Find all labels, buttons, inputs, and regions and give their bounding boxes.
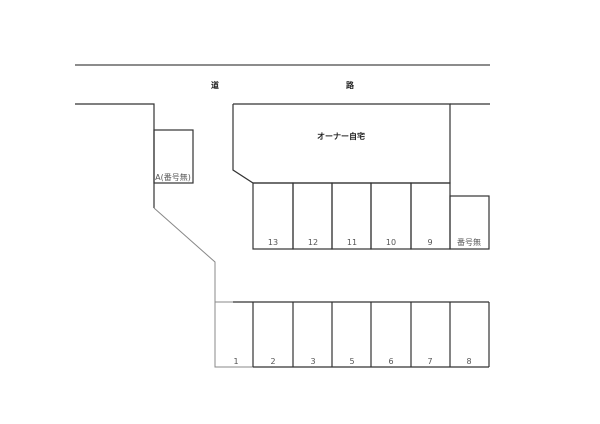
road-label-left: 道	[211, 80, 219, 90]
space-label: 11	[347, 238, 357, 247]
space-label: 6	[388, 357, 393, 366]
owner-house	[232, 103, 451, 184]
space-label: 10	[386, 238, 396, 247]
space-label: 5	[349, 357, 354, 366]
bottom-row-spaces: 1 2 3 5 6 7 8	[214, 301, 490, 368]
space-label: 13	[268, 238, 278, 247]
top-row-spaces: 13 12 11 10 9 番号無	[252, 182, 490, 250]
parking-space-a	[153, 129, 194, 184]
left-boundary	[75, 103, 155, 208]
space-label: 2	[270, 357, 275, 366]
space-label: 3	[310, 357, 315, 366]
space-label: 8	[466, 357, 471, 366]
left-diagonal-boundary	[153, 207, 216, 302]
space-label: 番号無	[457, 237, 481, 247]
owner-house-label: オーナー自宅	[317, 131, 365, 141]
parking-space-unnumbered	[449, 195, 490, 250]
road-label-right: 路	[346, 80, 355, 90]
space-label: 1	[233, 357, 238, 366]
space-label: 7	[427, 357, 432, 366]
space-label: 12	[308, 238, 318, 247]
parking-space-1	[214, 301, 253, 368]
space-label: 9	[427, 238, 432, 247]
space-a-label: A(番号無)	[155, 172, 191, 182]
